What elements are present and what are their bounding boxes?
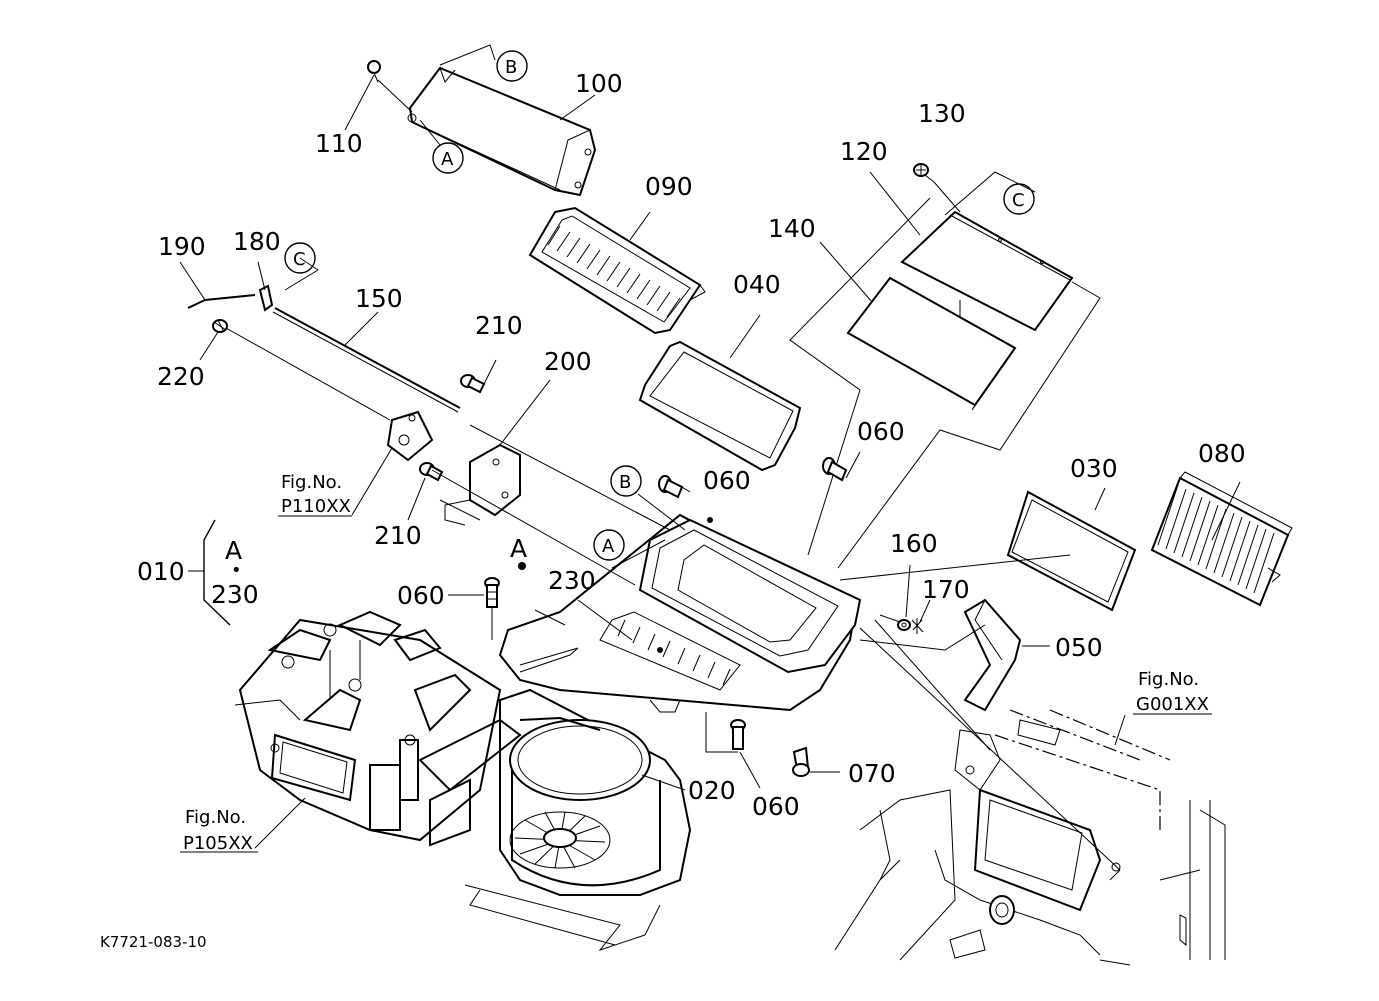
label-200[interactable]: 200 (544, 347, 592, 376)
part-070-drain (792, 746, 810, 777)
part-160-washer (897, 619, 911, 631)
callout-a-cover-letter: A (441, 149, 454, 170)
group-bracket-010 (188, 519, 231, 626)
part-020-blower (418, 688, 692, 952)
callout-c-cable (284, 242, 316, 274)
label-030[interactable]: 030 (1070, 454, 1118, 483)
label-070[interactable]: 070 (848, 759, 896, 788)
label-060-top[interactable]: 060 (857, 417, 905, 446)
part-090-filter (528, 206, 706, 335)
part-040-gasket (638, 340, 802, 472)
label-100[interactable]: 100 (575, 69, 623, 98)
part-060-bolt-c (484, 577, 500, 608)
label-050[interactable]: 050 (1055, 633, 1103, 662)
part-210-bolt-a (460, 374, 486, 394)
group-010-letter: A (225, 536, 242, 565)
label-060-left[interactable]: 060 (397, 581, 445, 610)
label-130[interactable]: 130 (918, 99, 966, 128)
label-010[interactable]: 010 (137, 557, 185, 586)
callout-a-cover (432, 142, 464, 174)
part-050-duct (963, 598, 1022, 712)
callout-c-top (1003, 183, 1035, 215)
part-210-bolt-b (419, 462, 444, 482)
label-230-group[interactable]: 230 (211, 580, 259, 609)
label-040[interactable]: 040 (733, 270, 781, 299)
part-170-clip (911, 618, 924, 634)
callout-a-housing (593, 529, 625, 561)
label-060-mid[interactable]: 060 (703, 466, 751, 495)
part-220-fitting (212, 319, 228, 333)
part-130-screw (913, 163, 935, 183)
part-080-filter (1150, 471, 1293, 607)
group-010-dot: • (231, 560, 242, 581)
callout-c-top-letter: C (1012, 190, 1025, 211)
callout-c-cable-letter: C (293, 249, 306, 270)
part-110-screw (367, 60, 381, 83)
label-210-top[interactable]: 210 (475, 311, 523, 340)
part-060-bolt-b (822, 457, 848, 482)
part-180-clip (258, 284, 274, 312)
actuator-p110 (386, 410, 434, 462)
callout-b-housing-letter: B (619, 472, 631, 493)
fig-g001-code[interactable]: G001XX (1136, 694, 1209, 715)
part-100-cover (407, 66, 597, 197)
fig-g001-caption: Fig.No. (1138, 669, 1199, 690)
label-020[interactable]: 020 (688, 776, 736, 805)
label-090[interactable]: 090 (645, 172, 693, 201)
callout-b-cover-letter: B (505, 57, 517, 78)
drawing-code: K7721-083-10 (100, 933, 207, 951)
fig-p110-code[interactable]: P110XX (281, 496, 351, 517)
label-a-main: A (510, 534, 527, 563)
fig-p110-caption: Fig.No. (281, 472, 342, 493)
label-220[interactable]: 220 (157, 362, 205, 391)
label-210-bottom[interactable]: 210 (374, 521, 422, 550)
reference-point-a (518, 562, 526, 570)
callout-b-cover (496, 50, 528, 82)
heater-unit-p105 (234, 610, 502, 842)
label-140[interactable]: 140 (768, 214, 816, 243)
label-060-bottom[interactable]: 060 (752, 792, 800, 821)
label-170[interactable]: 170 (922, 575, 970, 604)
fig-p105-code[interactable]: P105XX (183, 833, 253, 854)
label-180[interactable]: 180 (233, 227, 281, 256)
callout-b-housing (610, 465, 642, 497)
part-060-bolt-d (730, 719, 746, 750)
label-080[interactable]: 080 (1198, 439, 1246, 468)
label-150[interactable]: 150 (355, 284, 403, 313)
part-150-cable (272, 307, 461, 413)
label-230-top[interactable]: 230 (548, 566, 596, 595)
fig-p105-caption: Fig.No. (185, 807, 246, 828)
part-190-wire (187, 294, 256, 309)
part-060-bolt-a (658, 475, 691, 499)
cab-frame-g001 (834, 619, 1226, 966)
label-110[interactable]: 110 (315, 129, 363, 158)
label-160[interactable]: 160 (890, 529, 938, 558)
part-120-panel (900, 210, 1074, 332)
label-120[interactable]: 120 (840, 137, 888, 166)
label-190[interactable]: 190 (158, 232, 206, 261)
callout-a-housing-letter: A (602, 536, 615, 557)
part-140-sheet (846, 276, 1017, 411)
part-030-gasket (1006, 490, 1137, 612)
part-230-housing (498, 513, 862, 713)
